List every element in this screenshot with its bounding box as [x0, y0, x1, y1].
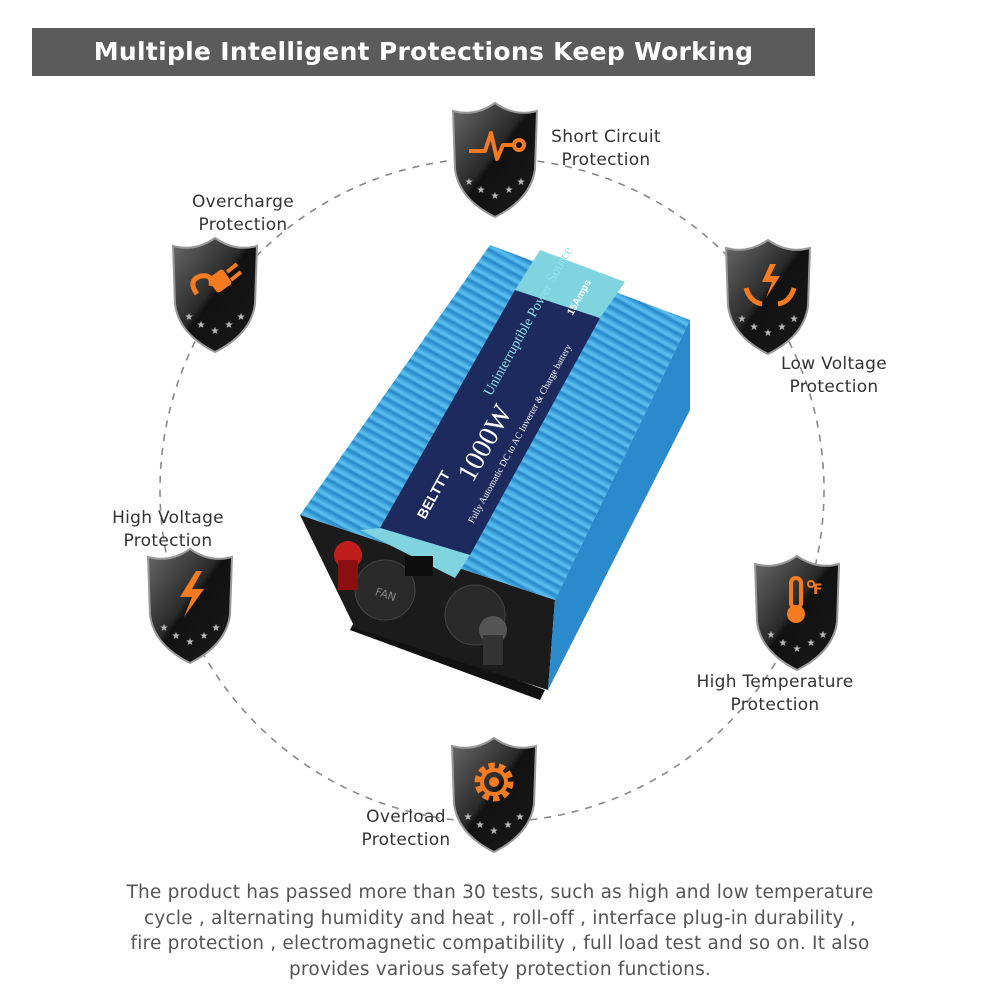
svg-text:★: ★ — [764, 328, 773, 339]
svg-text:★: ★ — [476, 820, 485, 831]
stars-icon: ★★★★★ — [464, 812, 525, 837]
shield-overload: ★★★★★ — [446, 734, 542, 856]
description-line: The product has passed more than 30 test… — [126, 882, 874, 903]
svg-text:★: ★ — [237, 312, 246, 323]
plug-icon — [190, 262, 243, 296]
label-line: Protection — [198, 215, 288, 235]
pulse-icon — [469, 131, 526, 161]
svg-text:★: ★ — [750, 322, 759, 333]
description-line: fire protection , electromagnetic compat… — [130, 933, 870, 954]
svg-text:★: ★ — [160, 623, 169, 634]
label-line: Overload — [366, 807, 446, 827]
label-line: High Voltage — [112, 508, 224, 528]
label-line: Protection — [730, 695, 820, 715]
svg-text:★: ★ — [516, 812, 525, 823]
label-line: Protection — [561, 150, 651, 170]
svg-text:★: ★ — [517, 177, 526, 188]
svg-text:★: ★ — [807, 638, 816, 649]
svg-text:★: ★ — [186, 637, 195, 648]
gear-icon — [474, 762, 514, 802]
shield-short-circuit: ★★★★★ — [447, 99, 543, 221]
stars-icon: ★★★★★ — [738, 314, 799, 339]
stars-icon: ★★★★★ — [465, 177, 526, 202]
label-line: Protection — [123, 531, 213, 551]
svg-text:★: ★ — [197, 320, 206, 331]
label-line: Protection — [789, 377, 879, 397]
svg-text:★: ★ — [185, 312, 194, 323]
shield-high-voltage: ★★★★★ — [142, 545, 238, 667]
shield-low-voltage: ★★★★★ — [720, 236, 816, 358]
svg-text:★: ★ — [212, 623, 221, 634]
svg-text:★: ★ — [490, 826, 499, 837]
fan-label: FAN — [374, 585, 398, 604]
stars-icon: ★★★★★ — [767, 630, 828, 655]
description-line: cycle , alternating humidity and heat , … — [144, 907, 856, 929]
svg-text:★: ★ — [172, 631, 181, 642]
description-line: provides various safety protection funct… — [288, 958, 712, 980]
svg-text:F: F — [813, 582, 823, 598]
svg-text:★: ★ — [477, 185, 486, 196]
label-line: High Temperature — [696, 672, 854, 692]
product-label — [380, 290, 600, 555]
hands-lightning-icon — [743, 264, 797, 307]
lightning-icon — [180, 571, 204, 617]
label-line: Low Voltage — [781, 354, 887, 374]
stars-icon: ★★★★★ — [185, 312, 246, 337]
svg-text:★: ★ — [793, 644, 802, 655]
label-line: Protection — [361, 830, 451, 850]
svg-text:★: ★ — [464, 812, 473, 823]
thermometer-icon: F — [787, 576, 823, 623]
svg-text:★: ★ — [505, 185, 514, 196]
label-line: Short Circuit — [551, 127, 661, 147]
description: The product has passed more than 30 test… — [0, 880, 1000, 982]
svg-text:★: ★ — [778, 322, 787, 333]
svg-text:★: ★ — [211, 326, 220, 337]
inverter-product: BELTTT 1000W Uninterruptible Power Sourc… — [300, 244, 690, 700]
svg-text:★: ★ — [738, 314, 747, 325]
svg-text:★: ★ — [465, 177, 474, 188]
label-line: Overcharge — [192, 192, 294, 212]
stars-icon: ★★★★★ — [160, 623, 221, 648]
svg-text:★: ★ — [790, 314, 799, 325]
shield-high-temperature: F★★★★★ — [749, 552, 845, 674]
svg-text:★: ★ — [225, 320, 234, 331]
svg-text:★: ★ — [200, 631, 209, 642]
svg-text:★: ★ — [767, 630, 776, 641]
svg-text:★: ★ — [504, 820, 513, 831]
svg-text:★: ★ — [819, 630, 828, 641]
svg-text:★: ★ — [491, 191, 500, 202]
svg-text:★: ★ — [779, 638, 788, 649]
shield-overcharge: ★★★★★ — [167, 234, 263, 356]
page-title: Multiple Intelligent Protections Keep Wo… — [32, 28, 815, 114]
